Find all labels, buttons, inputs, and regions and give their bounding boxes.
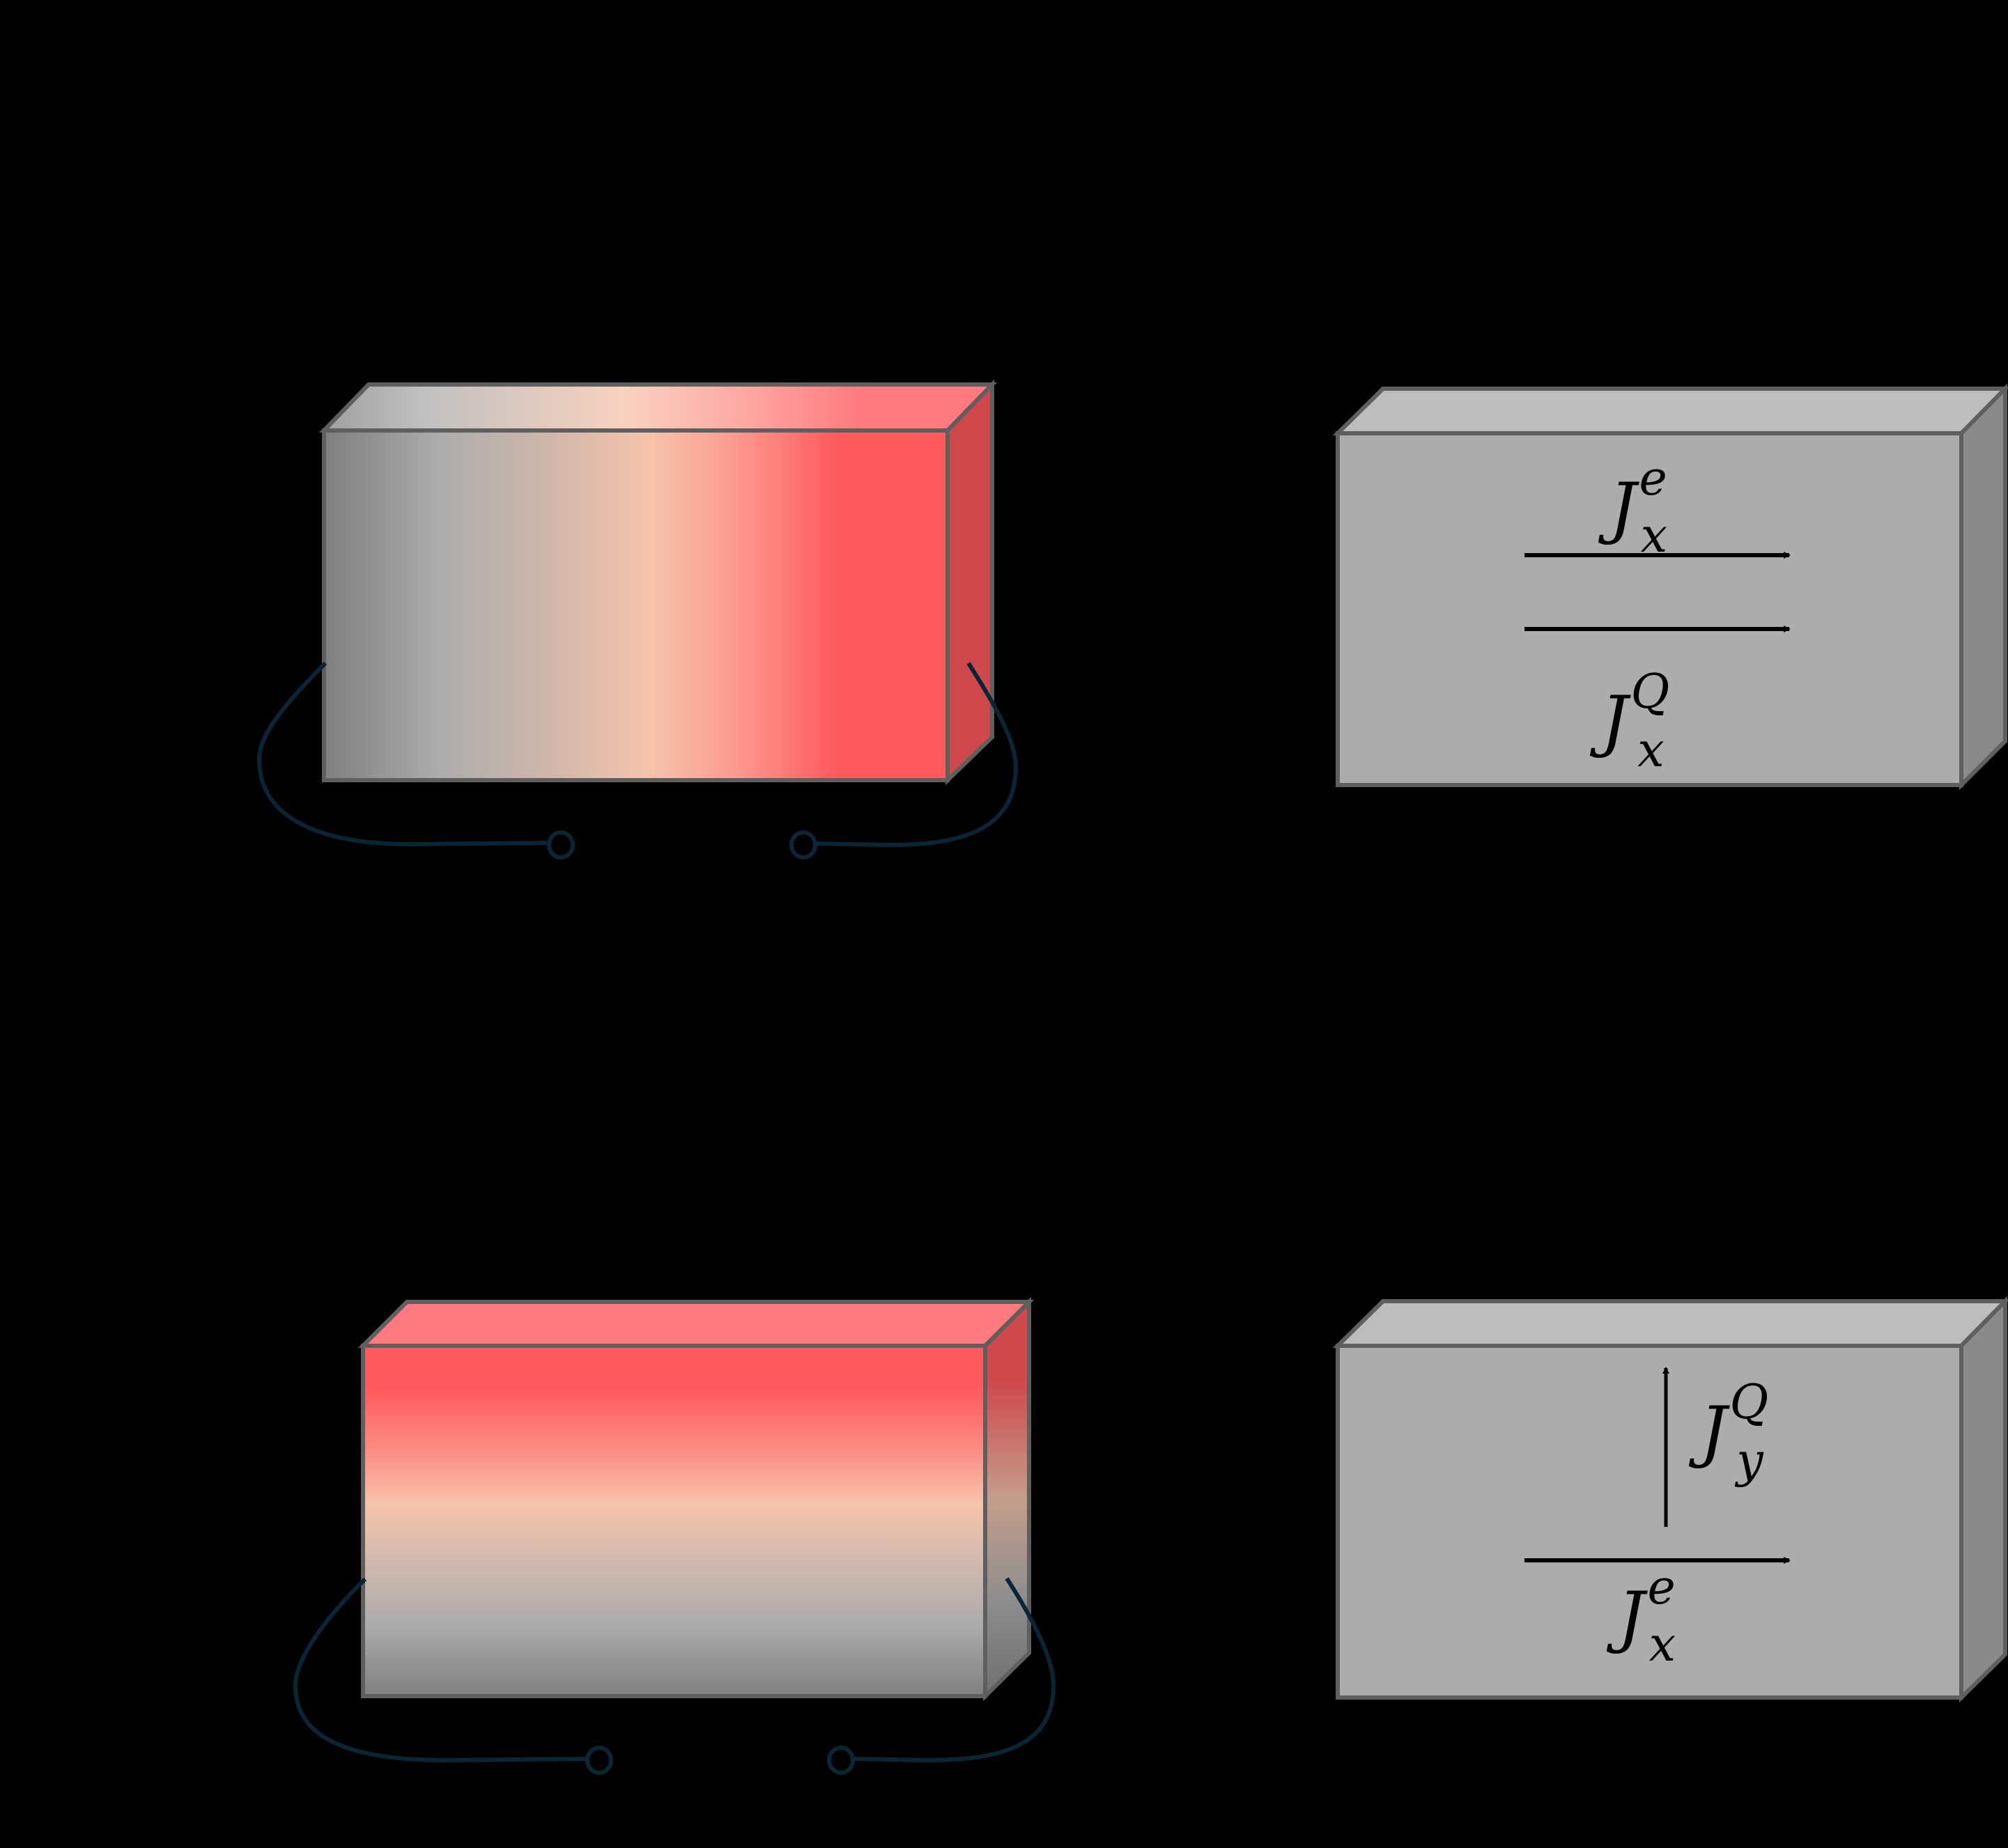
sample-side-face bbox=[945, 379, 994, 786]
left-terminal-icon bbox=[585, 1746, 613, 1775]
sample-top-face bbox=[1332, 1299, 2008, 1348]
sample-side-face bbox=[1959, 1296, 2007, 1703]
sample-top-face bbox=[318, 382, 998, 433]
sample-top-face bbox=[1332, 387, 2008, 435]
left-lead-wire bbox=[293, 1577, 587, 1763]
left-terminal-icon bbox=[547, 830, 575, 860]
sample-side-face bbox=[1959, 383, 2007, 791]
sample-top-face bbox=[357, 1300, 1035, 1348]
sample-front-face bbox=[1336, 431, 1963, 787]
sample-side-face bbox=[983, 1296, 1031, 1702]
right-terminal-icon bbox=[789, 830, 817, 860]
sample-horizontal-gradient bbox=[318, 379, 998, 786]
voltage-leads-top bbox=[256, 661, 1019, 860]
left-lead-wire bbox=[256, 661, 550, 847]
sample-front-face bbox=[1336, 1344, 1963, 1700]
voltage-leads-bottom bbox=[293, 1577, 1056, 1775]
right-lead-wire bbox=[852, 1577, 1056, 1763]
sample-front-face bbox=[322, 428, 950, 782]
sample-vertical-gradient bbox=[357, 1296, 1035, 1702]
right-terminal-icon bbox=[827, 1746, 855, 1775]
sample-front-face bbox=[361, 1344, 987, 1698]
right-lead-wire bbox=[814, 662, 1019, 848]
